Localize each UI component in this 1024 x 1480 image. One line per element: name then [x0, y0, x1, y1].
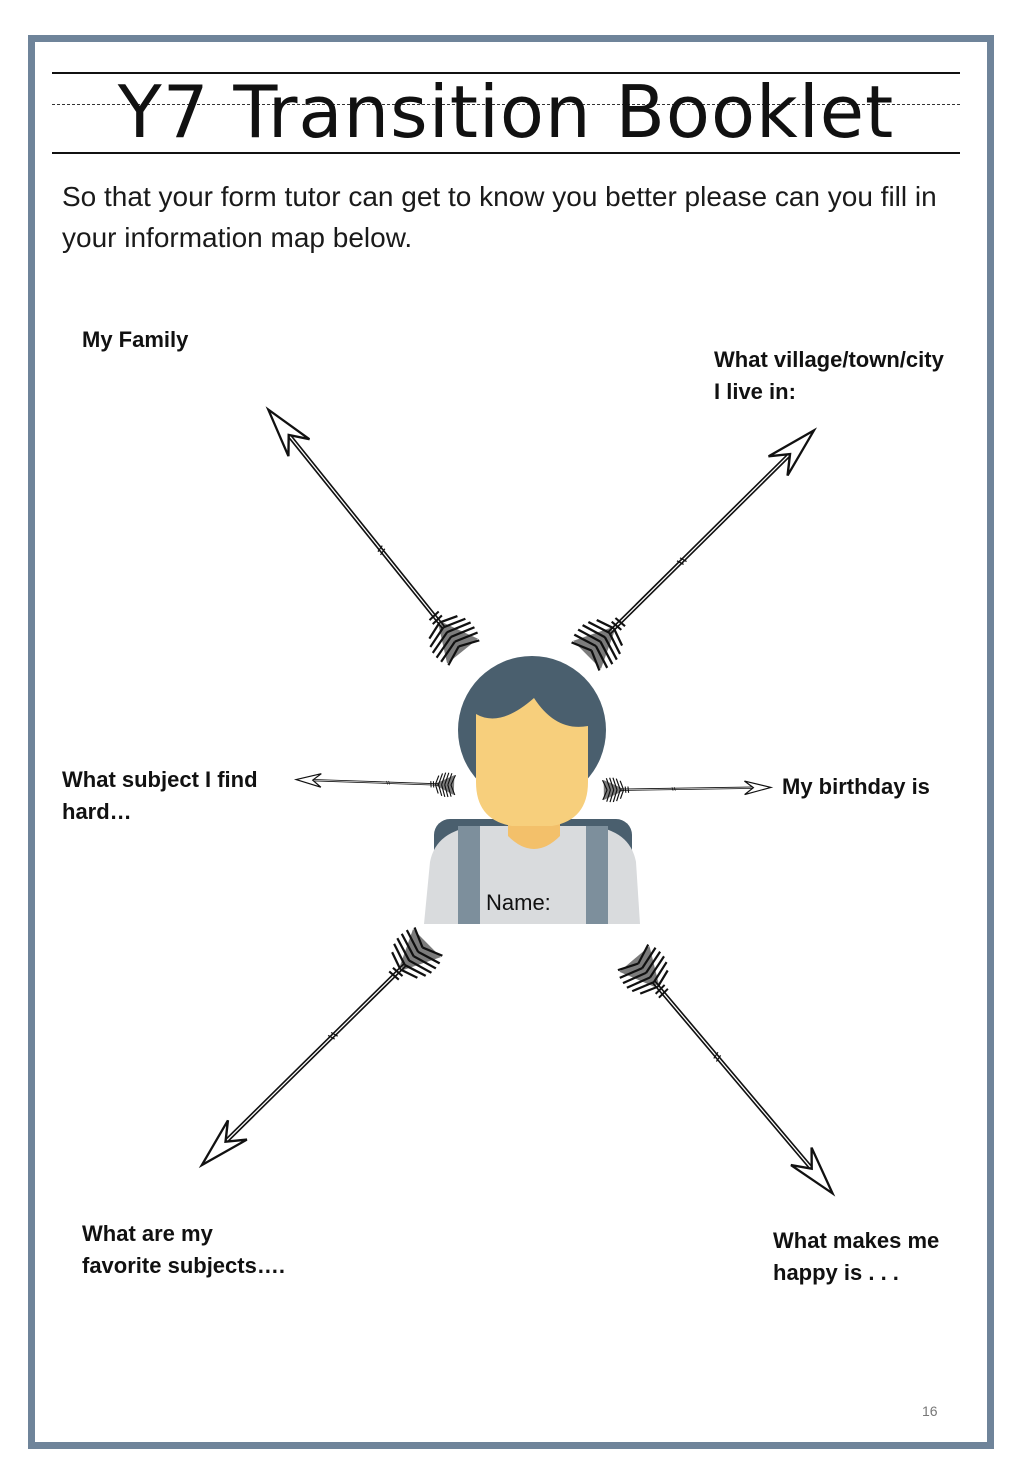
arrow-icon-up-right — [567, 411, 833, 675]
label-village: What village/town/city I live in: — [714, 347, 944, 404]
name-label: Name: — [486, 890, 551, 915]
page-number: 16 — [922, 1403, 938, 1419]
page-title: Y7 Transition Booklet — [117, 70, 895, 154]
label-my-family: My Family — [82, 327, 189, 352]
arrow-icon-up-left — [248, 393, 484, 670]
arrow-icon-down-left — [183, 923, 447, 1184]
label-subject-hard: What subject I find hard… — [62, 767, 258, 824]
arrow-icon-right — [601, 774, 772, 803]
label-favorite-subjects: What are my favorite subjects…. — [82, 1221, 285, 1278]
intro-text: So that your form tutor can get to know … — [62, 181, 937, 253]
title-banner: Y7 Transition Booklet — [52, 68, 960, 158]
label-happy: What makes me happy is . . . — [773, 1228, 940, 1285]
label-birthday: My birthday is — [782, 774, 930, 799]
arrow-icon-down-right — [613, 940, 853, 1211]
arrow-icon-left — [295, 766, 457, 798]
student-avatar-icon — [424, 656, 640, 924]
